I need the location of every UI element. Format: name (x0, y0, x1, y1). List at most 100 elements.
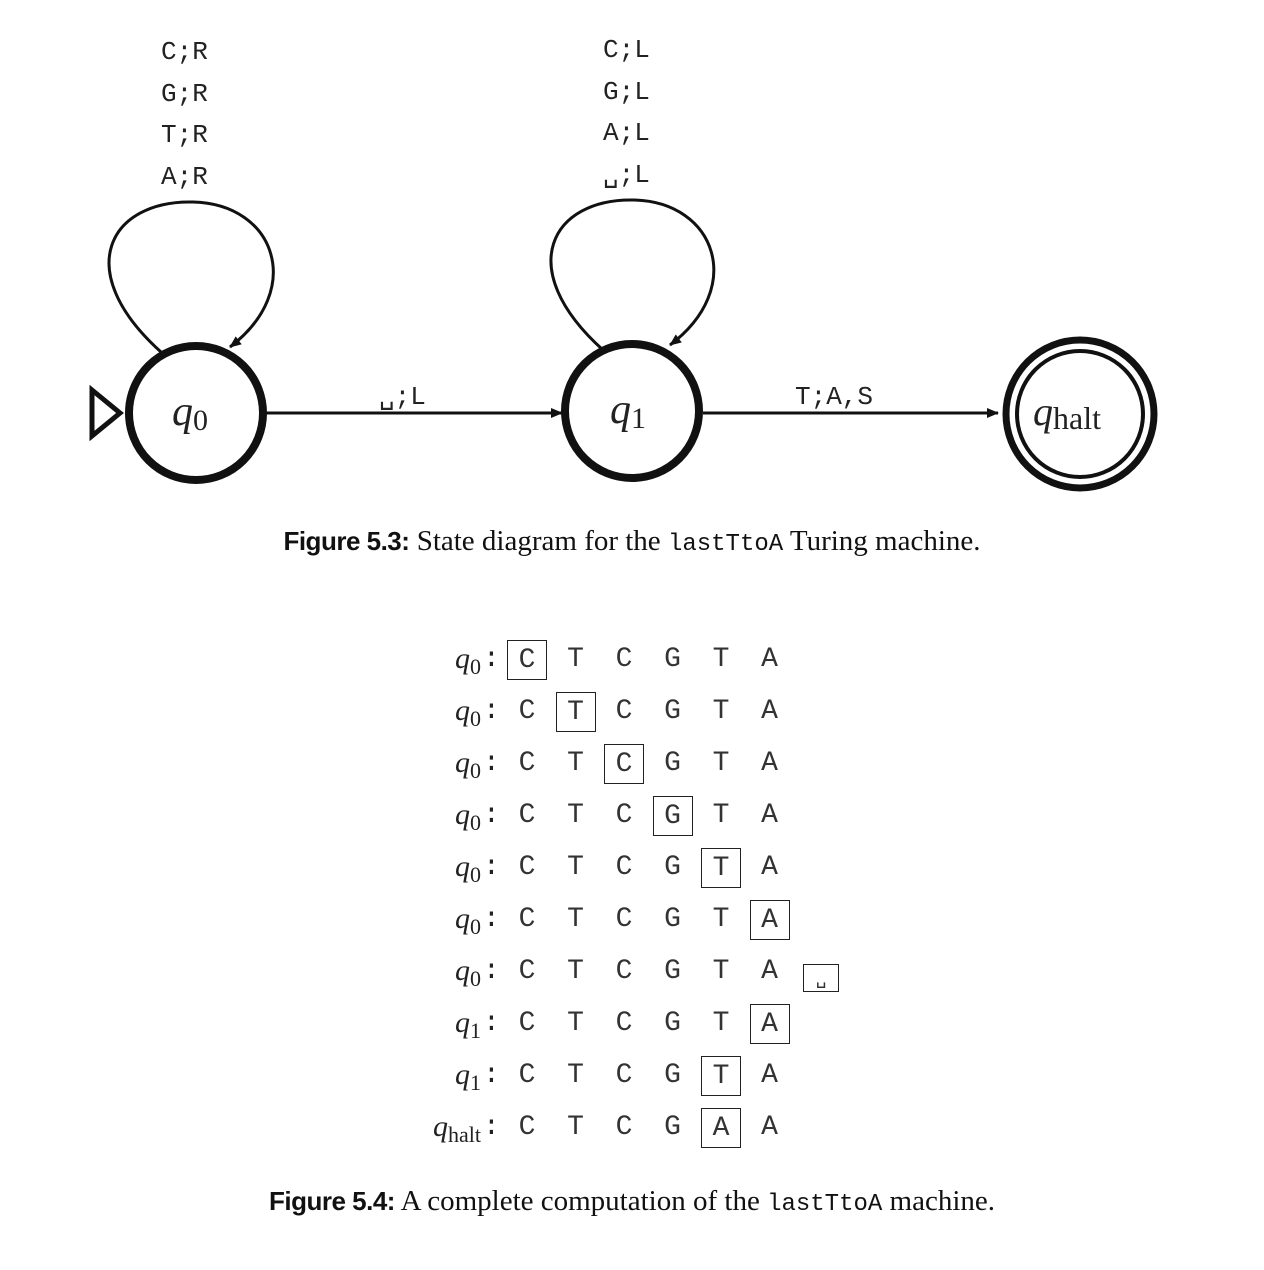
tape-cell-head: C (507, 640, 547, 680)
row-colon: : (483, 1008, 500, 1039)
tape-cell-head: T (701, 1056, 741, 1096)
start-triangle-icon (89, 384, 124, 442)
state-diagram: C;R G;R T;R A;R C;L G;L A;L ␣;L q0 ␣;L q… (89, 35, 1158, 492)
row-colon: : (483, 1060, 500, 1091)
loop-q0-label: A;R (161, 162, 208, 192)
row-colon: : (483, 800, 500, 831)
tape-cell: C (518, 800, 536, 831)
row-state: qhalt (433, 1110, 481, 1147)
loop-q0-label: C;R (161, 37, 208, 67)
figure-5-3-label: Figure 5.3: (283, 526, 410, 556)
tape-cell: G (664, 748, 681, 779)
tape-cell: C (615, 904, 633, 935)
state-q1-circle (561, 340, 703, 482)
tape-cell: G (664, 1112, 681, 1143)
caption-text: A complete computation of the (400, 1185, 760, 1217)
figure-5-4-label: Figure 5.4: (268, 1186, 395, 1216)
tape-cell: T (712, 644, 730, 675)
caption-code: lastTtoA (767, 1191, 883, 1218)
tape-cell: C (518, 904, 536, 935)
row-colon: : (483, 1112, 500, 1143)
tape-cell: A (761, 748, 778, 779)
state-halt-inner-circle (1015, 349, 1145, 479)
row-state: q0 (455, 798, 481, 835)
tape-cell: A (761, 956, 778, 987)
caption-text: State diagram for the (416, 525, 661, 557)
loop-q0-labels: C;R G;R T;R A;R (161, 37, 208, 192)
figure-5-4-caption: Figure 5.4: A complete computation of th… (0, 1185, 1264, 1218)
loop-q1-label: C;L (603, 35, 650, 65)
figure-5-3-caption: Figure 5.3: State diagram for the lastTt… (0, 525, 1264, 558)
tape-cell-head: A (749, 900, 790, 940)
row-state: q0 (455, 850, 481, 887)
tape-cell: G (664, 904, 681, 935)
tape-cell: A (761, 696, 778, 727)
tape-cell: G (664, 852, 681, 883)
tape-cell: A (761, 644, 778, 675)
tape-cell: C (518, 1060, 536, 1091)
tape-cell-head: T (701, 848, 741, 888)
row-colon: : (483, 748, 500, 779)
state-halt-outer-circle (1002, 336, 1158, 492)
tape-cell: C (615, 1008, 633, 1039)
row-state: q0 (455, 746, 481, 783)
edge-q1-halt-label: T;A,S (795, 382, 873, 412)
caption-text: Turing machine. (789, 525, 981, 557)
loop-q1-label: ␣;L (603, 160, 650, 190)
tape-cell-head: ␣ (803, 964, 839, 992)
tape-cell: G (664, 1008, 681, 1039)
tape-cell: A (761, 852, 778, 883)
tape-cell: T (567, 1060, 584, 1091)
tape-cell: C (615, 956, 633, 987)
state-q1-label: q1 (610, 387, 646, 435)
loop-q1-labels: C;L G;L A;L ␣;L (603, 35, 650, 190)
caption-code: lastTtoA (667, 531, 784, 558)
tape-cell: A (761, 1060, 778, 1091)
loop-q1-label: G;L (603, 77, 650, 107)
tape-cell: C (615, 644, 633, 675)
state-halt-label: qhalt (1033, 389, 1101, 436)
tape-cell: T (712, 800, 730, 831)
tape-cell: A (761, 800, 778, 831)
tape-cell: C (615, 1060, 633, 1091)
edge-q0-q1-label: ␣;L (379, 382, 426, 412)
tape-cell: C (615, 1112, 633, 1143)
row-colon: : (483, 696, 500, 727)
tape-cell: T (567, 904, 584, 935)
tape-cell: G (664, 696, 681, 727)
loop-q1-label: A;L (603, 118, 650, 148)
row-colon: : (483, 904, 500, 935)
tape-cell-head: A (701, 1108, 741, 1148)
tape-cell: T (567, 956, 584, 987)
tape-cell: T (567, 800, 584, 831)
tape-cell: T (567, 852, 584, 883)
tape-cell: C (615, 696, 633, 727)
state-q0-circle (125, 342, 267, 484)
tape-cell: T (567, 644, 584, 675)
row-state: q0 (455, 954, 481, 991)
row-state: q1 (455, 1058, 481, 1095)
tape-cell-head: A (749, 1004, 790, 1044)
tape-cell: G (664, 956, 681, 987)
tape-cell: G (664, 644, 681, 675)
tape-cell: T (567, 1008, 584, 1039)
tape-cell: C (518, 956, 536, 987)
row-state: q0 (455, 902, 481, 939)
tape-cell-head: T (555, 692, 596, 732)
tape-cell: T (712, 904, 730, 935)
row-state: q0 (455, 694, 481, 731)
tape-cell: C (615, 800, 633, 831)
tape-cell: T (712, 956, 730, 987)
tape-cell: G (664, 1060, 681, 1091)
tape-cell: T (712, 748, 730, 779)
tape-cell: T (567, 748, 584, 779)
row-colon: : (483, 644, 500, 675)
row-colon: : (483, 956, 500, 987)
